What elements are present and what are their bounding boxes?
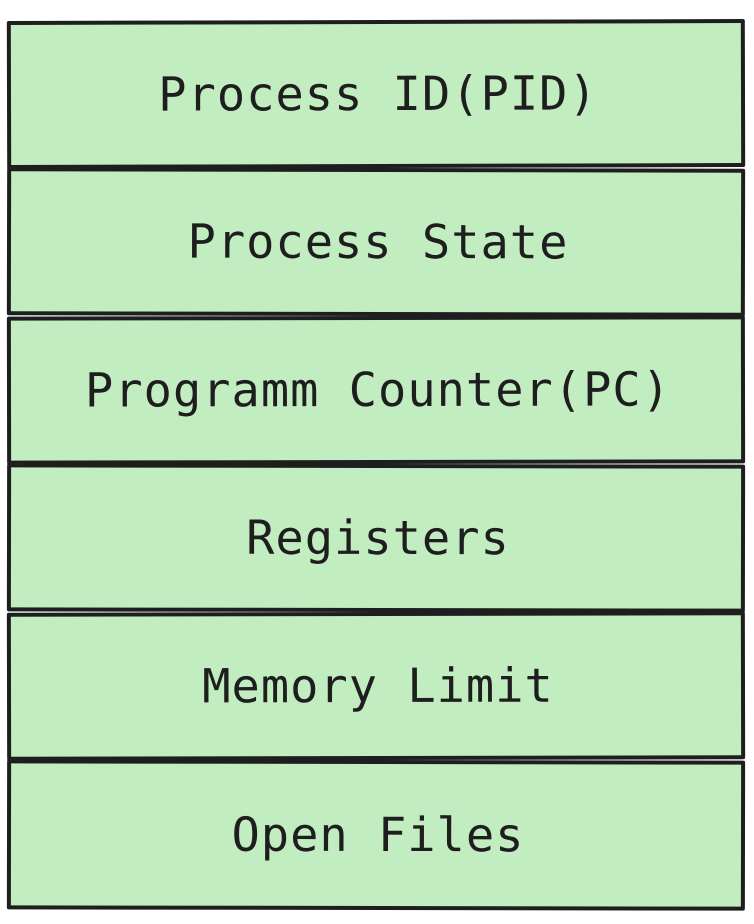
field-open-files: Open Files [6, 759, 746, 911]
field-label-program-counter: Programm Counter(PC) [84, 361, 672, 419]
field-label-process-state: Process State [187, 214, 569, 270]
field-process-id: Process ID(PID) [6, 19, 746, 169]
field-label-registers: Registers [246, 510, 510, 566]
field-process-state: Process State [6, 167, 746, 317]
field-label-memory-limit: Memory Limit [202, 658, 554, 714]
field-label-open-files: Open Files [231, 807, 525, 863]
pcb-field-stack: Process ID(PID) Process State Programm C… [6, 19, 746, 914]
field-registers: Registers [6, 463, 746, 613]
field-label-process-id: Process ID(PID) [158, 65, 598, 123]
field-memory-limit: Memory Limit [6, 611, 746, 761]
field-program-counter: Programm Counter(PC) [6, 315, 746, 465]
